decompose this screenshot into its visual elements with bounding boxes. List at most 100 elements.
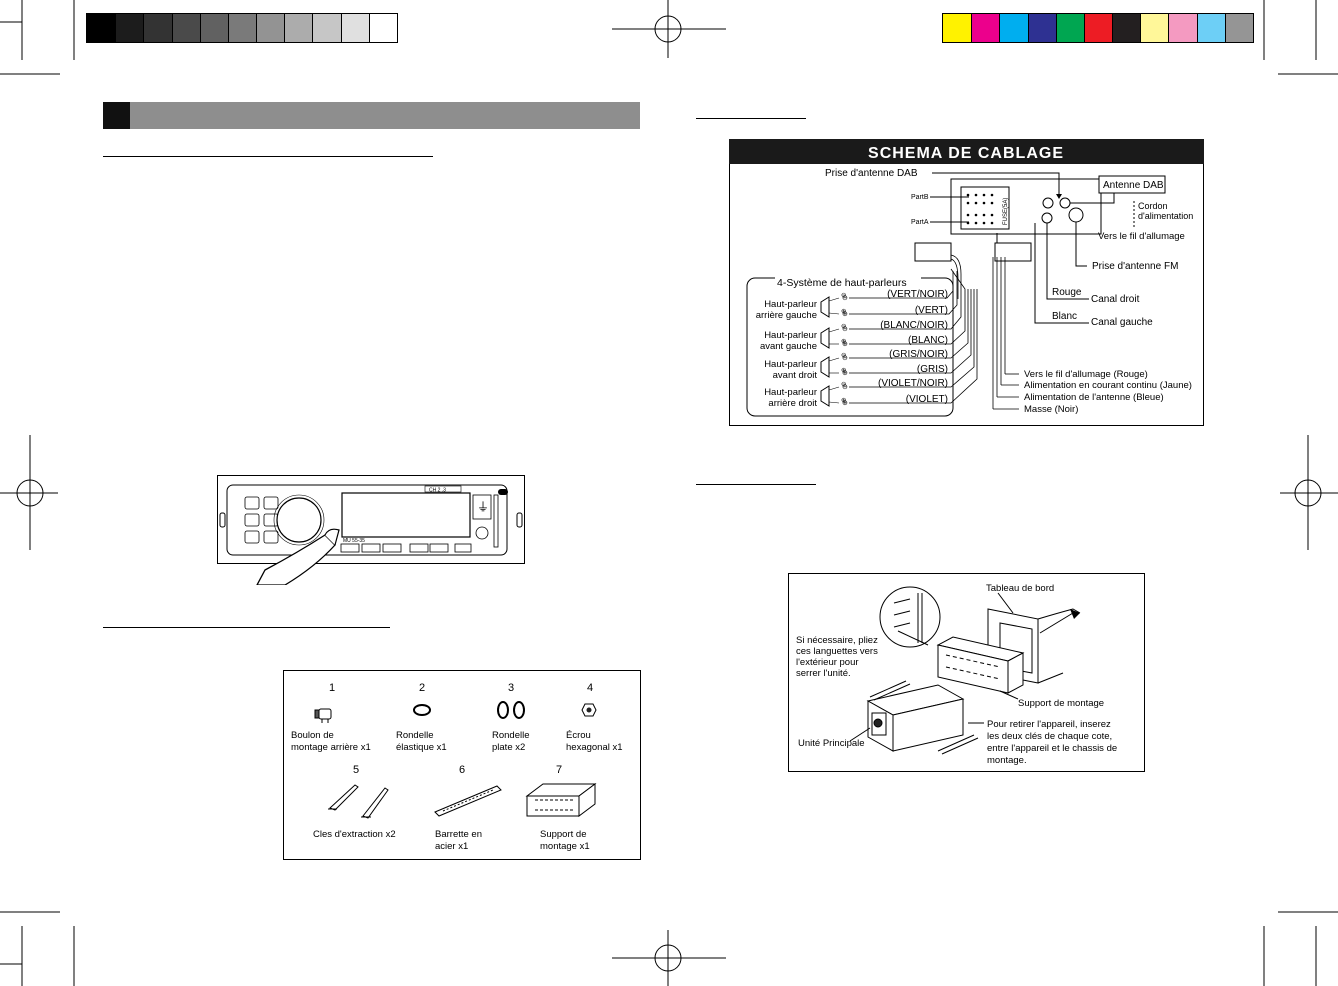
svg-text:⊖: ⊖ [841,352,847,359]
svg-text:⊖: ⊖ [842,384,848,391]
power-cord-label-2: d'alimentation [1138,211,1193,221]
bend-tabs-label-4: serrer l'unité. [796,668,851,679]
accessory-4-label-1: Écrou [566,730,591,741]
flat-washer-icon-2 [513,701,525,719]
svg-text:⊕: ⊕ [842,311,848,318]
color-swatch-2 [971,14,1000,42]
gray-swatch-6 [227,14,257,42]
right-channel-label: Canal droit [1091,294,1140,305]
ignition-red-label: Vers le fil d'allumage (Rouge) [1024,369,1148,380]
section-header-block [103,102,130,129]
power-cord-label-1: Cordon [1138,201,1168,211]
main-unit-drawing [866,684,965,752]
extraction-keys-icon [328,784,389,819]
dab-antenna-label: Antenne DAB [1103,180,1164,191]
color-swatch-4 [1027,14,1056,42]
svg-text:⊕: ⊕ [842,400,848,407]
bend-tabs-label-1: Si nécessaire, pliez [796,635,878,646]
speaker-icon-front-left [820,327,830,349]
removal-label-3: entre l'appareil et le chassis de [987,743,1117,754]
installation-diagram: Tableau de bord Si nécessaire, pliez ces… [788,573,1145,772]
fuse-label: FUSE(5A) [1003,198,1009,225]
dab-antenna-jack-label: Prise d'antenne DAB [825,168,918,179]
accessory-2-label-1: Rondelle [396,730,434,741]
speaker-icon-rear-left [820,296,830,318]
rear-right-label-2: arrière droit [768,398,817,409]
part-b-label: PartB [911,194,929,201]
rear-left-label-1: Haut-parleur [764,299,817,310]
accessory-3-label-1: Rondelle [492,730,530,741]
front-left-label-1: Haut-parleur [764,330,817,341]
radio-model: MU 55-35 [343,538,365,544]
accessory-7-label-2: montage x1 [540,841,590,852]
front-left-label-2: avant gauche [760,341,817,352]
color-swatch-10 [1196,14,1225,42]
gray-swatch-9 [312,14,341,42]
gray-swatch-2 [115,14,144,42]
svg-text:⊖: ⊖ [841,381,847,388]
wire-color-5: (GRIS/NOIR) [889,349,948,360]
wire-color-2: (VERT) [915,305,948,316]
wire-color-3: (BLANC/NOIR) [880,320,948,331]
front-right-label-1: Haut-parleur [764,359,817,370]
ignition-wire-label: Vers le fil d'allumage [1098,231,1185,242]
mounting-sleeve-label: Support de montage [1018,698,1104,709]
bolt-icon [314,708,332,723]
dc-power-label: Alimentation en courant continu (Jaune) [1024,380,1192,391]
radio-display-tag: CH 2 .3 [429,488,446,494]
hex-nut-icon [581,703,597,717]
svg-text:⊖: ⊖ [841,323,847,330]
svg-text:⊖: ⊖ [842,295,848,302]
heading-rule-1 [103,156,433,157]
svg-text:⊕: ⊕ [841,338,847,345]
gray-swatch-10 [340,14,369,42]
flat-washer-icon [497,701,509,719]
gray-swatch-3 [143,14,172,42]
usb-icon: ⏚ [477,500,489,514]
svg-text:⊕: ⊕ [842,370,848,377]
wire-color-7: (VIOLET/NOIR) [878,378,948,389]
removal-label-1: Pour retirer l'appareil, inserez [987,719,1111,730]
gray-swatch-8 [284,14,313,42]
color-swatch-3 [999,14,1028,42]
bend-tabs-label-3: l'extérieur pour [796,657,859,668]
wire-color-1: (VERT/NOIR) [887,289,948,300]
color-swatch-1 [943,14,972,42]
accessory-2-label-2: élastique x1 [396,742,447,753]
item-number-3: 3 [508,682,514,694]
mounting-sleeve-drawing [936,636,1025,694]
gray-swatch-5 [199,14,228,42]
rear-left-label-2: arrière gauche [756,310,817,321]
radio-faceplate-figure: CH 2 .3 MU 55-35 ⏚ [217,475,525,585]
item-number-1: 1 [329,682,335,694]
accessory-6-label-1: Barrette en [435,829,482,840]
main-unit-label: Unité Principale [798,738,865,749]
svg-text:⊖: ⊖ [842,355,848,362]
grayscale-bar [86,13,398,43]
speaker-icon-rear-right [820,385,830,407]
heading-rule-4 [696,484,816,485]
color-bar [942,13,1254,43]
item-number-6: 6 [459,764,465,776]
accessory-6-label-2: acier x1 [435,841,468,852]
removal-label-2: les deux clés de chaque cote, [987,731,1112,742]
dashboard-label: Tableau de bord [986,583,1054,594]
accessory-7-label-1: Support de [540,829,586,840]
speaker-icon-front-right [820,356,830,378]
detail-magnifier [879,586,941,648]
svg-text:⊕: ⊕ [841,367,847,374]
wire-color-4: (BLANC) [908,335,948,346]
gray-swatch-7 [256,14,285,42]
item-number-4: 4 [587,682,593,694]
color-swatch-6 [1083,14,1113,42]
gray-swatch-4 [171,14,200,42]
heading-rule-3 [696,118,806,119]
svg-text:⊖: ⊖ [842,326,848,333]
item-number-2: 2 [419,682,425,694]
bend-tabs-label-2: ces languettes vers [796,646,878,657]
white-label: Blanc [1052,311,1077,322]
rear-right-label-1: Haut-parleur [764,387,817,398]
svg-text:⊕: ⊕ [841,397,847,404]
color-swatch-7 [1112,14,1141,42]
